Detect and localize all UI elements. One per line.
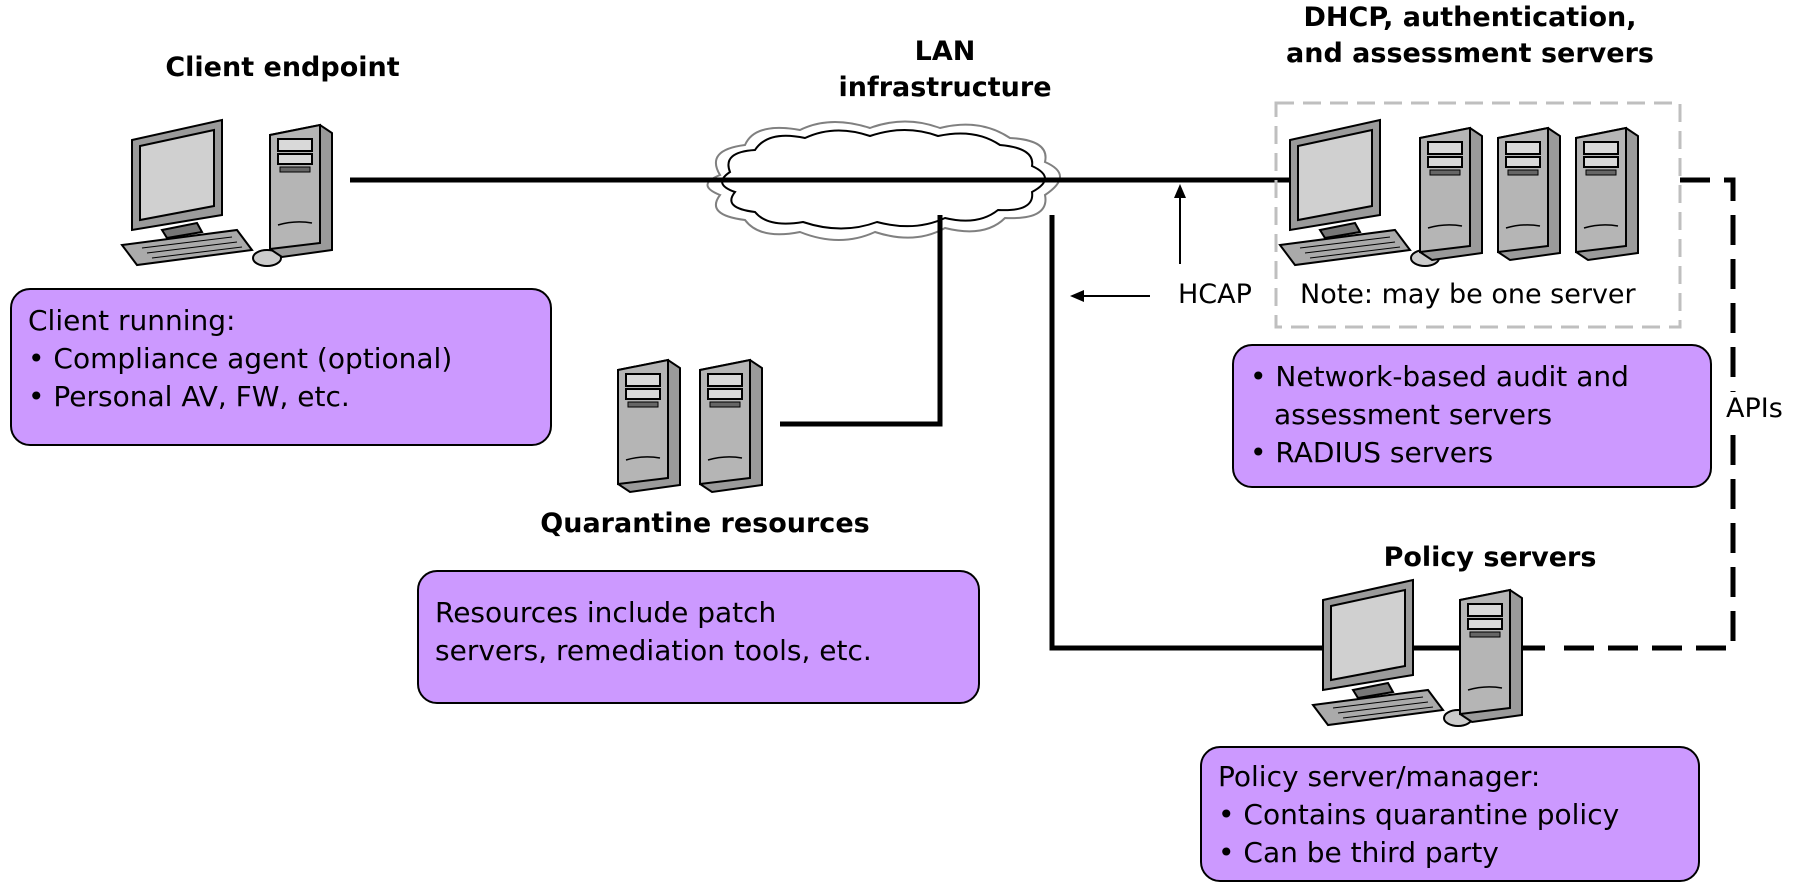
client-computer-icon (121, 119, 333, 267)
apis-label: APIs (1726, 392, 1783, 426)
audit-box-continuation: assessment servers (1274, 398, 1553, 431)
note-label: Note: may be one server (1300, 279, 1636, 310)
audit-box-list-2: RADIUS servers (1250, 434, 1694, 472)
dhcp-auth-server-icon (1279, 119, 1639, 267)
quarantine-box-line: servers, remediation tools, etc. (435, 634, 872, 667)
policy-servers-title: Policy servers (1383, 542, 1597, 573)
policy-box-list: Contains quarantine policy Can be third … (1218, 796, 1682, 872)
client-box-list: Compliance agent (optional) Personal AV,… (28, 340, 534, 416)
policy-info-box: Policy server/manager: Contains quaranti… (1200, 746, 1700, 882)
policy-box-heading: Policy server/manager: (1218, 760, 1541, 793)
server-group-dashed-box (1274, 101, 1682, 329)
quarantine-server-icon (617, 359, 763, 493)
lan-title-line-1: LAN (914, 36, 976, 67)
servers-title-line-1: DHCP, authentication, (1303, 2, 1637, 33)
dhcp-servers-title: DHCP, authentication, and assessment ser… (1250, 0, 1690, 72)
audit-box-list: Network-based audit and (1250, 358, 1694, 396)
audit-box-item: Network-based audit and (1250, 358, 1694, 396)
hcap-label: HCAP (1178, 279, 1252, 310)
policy-box-item: Contains quarantine policy (1218, 796, 1682, 834)
policy-box-item: Can be third party (1218, 834, 1682, 872)
client-box-item: Personal AV, FW, etc. (28, 378, 534, 416)
audit-servers-box: Network-based audit and assessment serve… (1232, 344, 1712, 488)
client-endpoint-title: Client endpoint (165, 52, 400, 83)
quarantine-box-line: Resources include patch (435, 596, 777, 629)
client-box-item: Compliance agent (optional) (28, 340, 534, 378)
client-info-box: Client running: Compliance agent (option… (10, 288, 552, 446)
audit-box-item: RADIUS servers (1250, 434, 1694, 472)
quarantine-info-box: Resources include patch servers, remedia… (417, 570, 980, 704)
quarantine-resources-title: Quarantine resources (540, 508, 870, 539)
client-box-heading: Client running: (28, 304, 236, 337)
lan-infrastructure-title: LAN infrastructure (810, 34, 1080, 106)
servers-title-line-2: and assessment servers (1286, 38, 1654, 69)
policy-server-icon (1312, 579, 1523, 727)
hcap-arrows (1070, 184, 1186, 302)
lan-title-line-2: infrastructure (838, 72, 1052, 103)
